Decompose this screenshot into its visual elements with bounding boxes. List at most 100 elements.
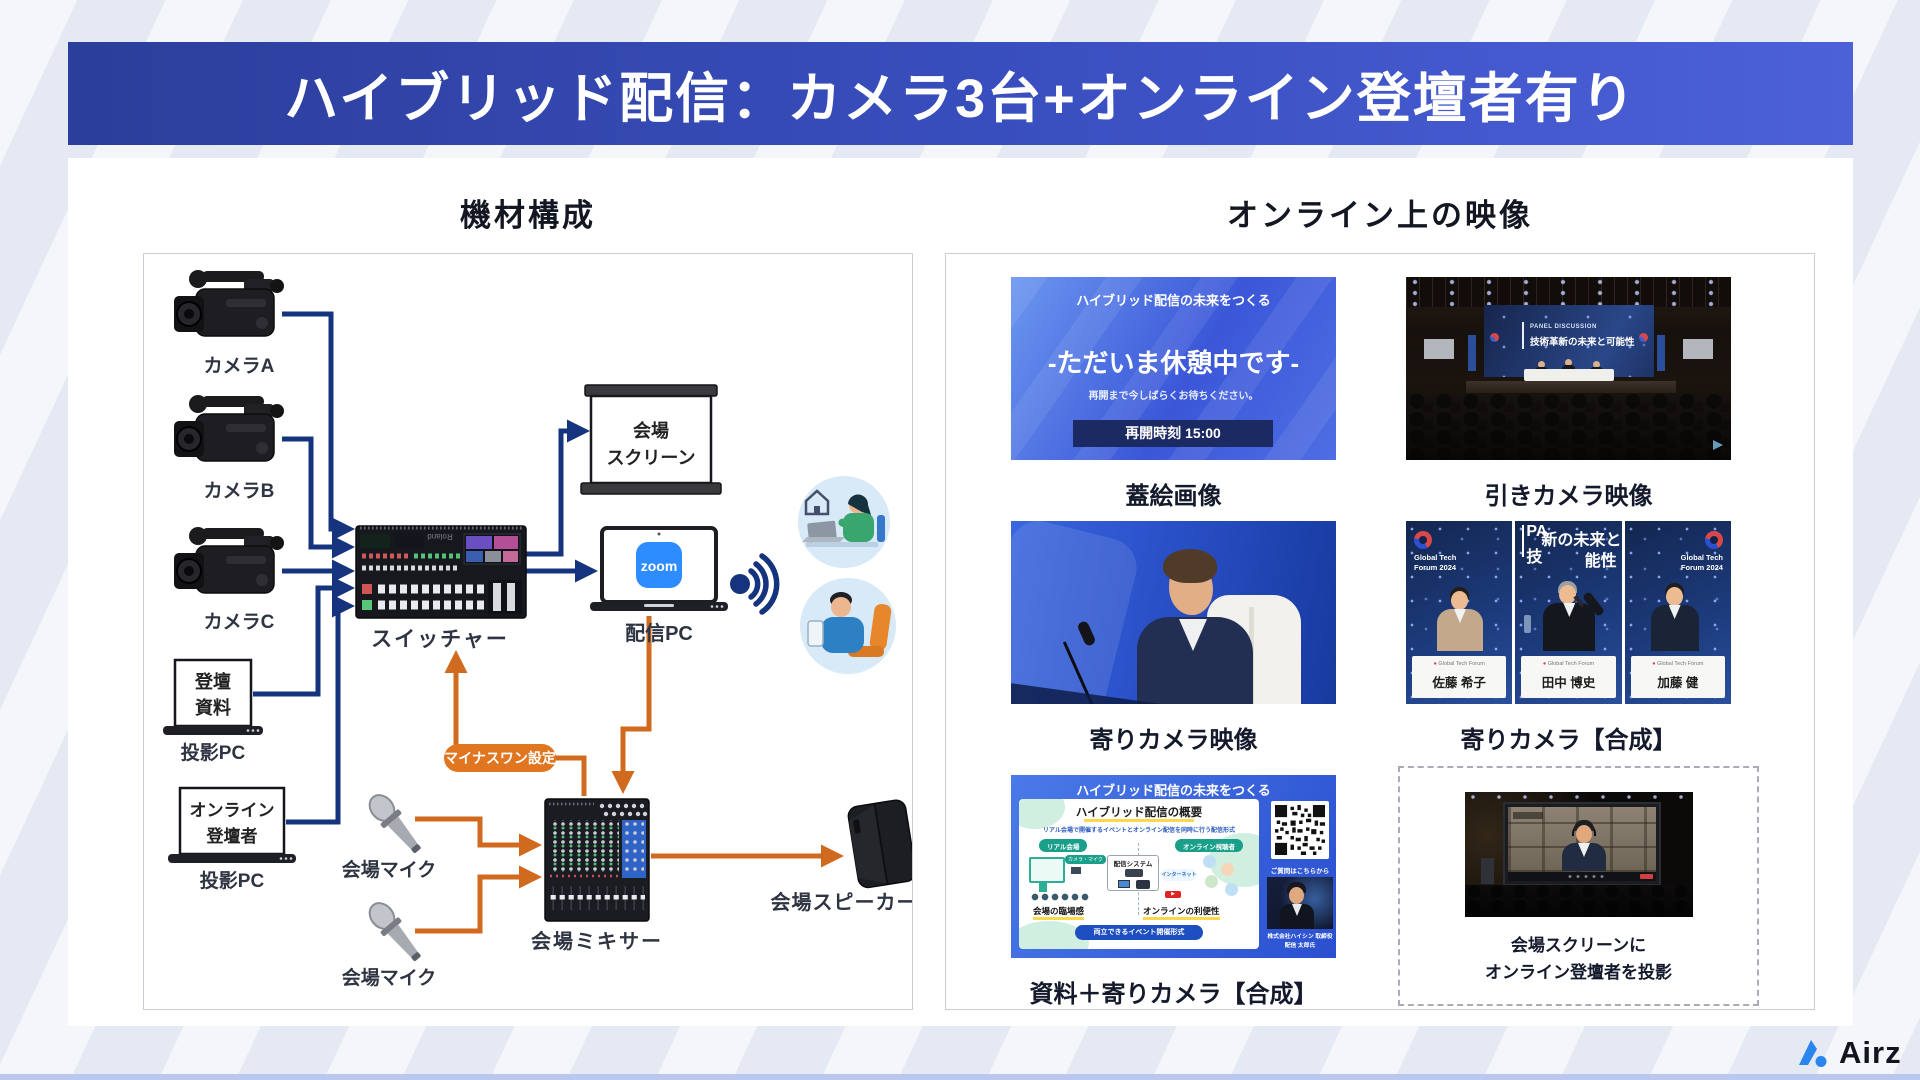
video-nametag [1513, 812, 1543, 819]
brand-logo: Airz [1796, 1035, 1902, 1071]
mic1-label: 会場マイク [342, 858, 437, 881]
presenter-shirt [1292, 904, 1302, 916]
cover-image: ハイブリッド配信の未来をつくる -ただいま休憩中です- 再開まで今しばらくお待ち… [1011, 277, 1336, 460]
qr-code [1271, 801, 1329, 859]
mixer-label: 会場ミキサー [531, 929, 663, 953]
svg-text:マイナスワン設定: マイナスワン設定 [444, 750, 556, 766]
side-screen-left [1424, 339, 1454, 359]
bg-text-frag-2: 能性 [1584, 553, 1617, 570]
gtf-logo-icon [1704, 531, 1723, 549]
close-camera-figure: 寄りカメラ映像 [1011, 521, 1336, 755]
label-internet: インターネット [1161, 869, 1197, 881]
bg-accent-bar [1522, 525, 1525, 557]
name-plate-3: ● Global Tech Forum 加藤 健 [1630, 656, 1725, 698]
viewer-avatar [1221, 863, 1234, 876]
video-signal-arrows [253, 311, 598, 825]
online-box-line1: オンライン [190, 801, 275, 820]
switcher-brand: Roland [427, 532, 452, 541]
projection-image [1465, 792, 1693, 917]
toolbar-icons [1568, 875, 1608, 878]
video-call-frame [1508, 807, 1656, 872]
venue-screen-line1: 会場 [633, 420, 669, 441]
mic2-label: 会場マイク [342, 966, 437, 989]
equipment-diagram: カメラA カメラB カメラC 登壇 資料 投影PC オンライン 登壇者 投影PC [163, 269, 917, 989]
mini-podium [1039, 883, 1047, 892]
online-presenter-head [1576, 825, 1592, 843]
backdrop-glow [1011, 521, 1143, 704]
composite-caption: 寄りカメラ【合成】 [1460, 727, 1677, 754]
wide-camera-caption: 引きカメラ映像 [1484, 483, 1653, 510]
wide-camera-image: PANEL DISCUSSION 技術革新の未来と可能性 [1406, 277, 1731, 460]
slide-doc-line2: 資料 [195, 697, 231, 718]
viewer-avatar [1225, 883, 1238, 896]
doc-composite-figure: ハイブリッド配信の未来をつくる ハイブリッド配信の概要 リアル会場で開催するイベ… [1011, 775, 1336, 1009]
slide-doc-line1: 登壇 [194, 671, 231, 692]
viewer-avatar [1203, 855, 1216, 868]
bg-text-frag-pa: PA [1526, 523, 1548, 540]
hall-ceiling-lights [1465, 792, 1693, 805]
cover-image-figure: ハイブリッド配信の未来をつくる -ただいま休憩中です- 再開まで今しばらくお待ち… [1011, 277, 1336, 511]
airz-logo-icon [1799, 1039, 1827, 1067]
mic1-icon [362, 788, 429, 860]
screen-accent-bar [1522, 322, 1524, 349]
bg-text-frag-gi: 技 [1526, 549, 1543, 566]
plate-brand: ● Global Tech Forum [1652, 661, 1704, 667]
online-box-line2: 登壇者 [206, 826, 258, 846]
panelist-1-name: 佐藤 希子 [1432, 676, 1486, 690]
camera-a-label: カメラA [204, 355, 275, 377]
doc-presenter-video [1267, 877, 1333, 929]
qr-caption: ご質問はこちらから [1270, 868, 1330, 875]
mini-camera [1071, 867, 1081, 874]
hall-ceiling [1406, 277, 1731, 307]
slide-title: ハイブリッド配信：カメラ3台+オンライン登壇者有り [284, 69, 1637, 129]
streaming-system-box: 配信システム [1107, 855, 1159, 891]
minus-one-badge: マイナスワン設定 [444, 744, 556, 772]
slide-pc-label: 投影PC [181, 741, 246, 764]
photo-watermark [1713, 440, 1723, 450]
gtf-logo-icon [1414, 531, 1432, 549]
online-pc-label: 投影PC [200, 869, 265, 892]
panelist-2-head [1559, 585, 1577, 604]
cover-banner: 再開時刻 15:00 [1073, 420, 1273, 447]
cover-main-text: -ただいま休憩中です- [1047, 348, 1300, 378]
bg-text-frag-1: 新の未来と [1541, 532, 1622, 549]
doc-composite-caption: 資料＋寄りカメラ【合成】 [1029, 981, 1318, 1008]
slide-doc-laptop [163, 658, 263, 735]
doc-slide-sub: リアル会場で開催するイベントとオンライン配信を同時に行う配信形式 [1043, 828, 1235, 834]
projection-caption: 会場スクリーンに オンライン登壇者を投影 [1485, 936, 1672, 983]
composite-figure: Global Tech Forum 2024 ● Global Tech For… [1406, 521, 1731, 755]
screen-logo-right [1639, 333, 1648, 342]
streaming-pc-label: 配信PC [625, 621, 693, 645]
doc-presenter-caption: 株式会社ハイシン 取締役 配信 太郎氏 [1267, 934, 1333, 949]
camera-c-label: カメラC [204, 611, 275, 633]
cover-top-text: ハイブリッド配信の未来をつくる [1076, 293, 1271, 308]
label-venue-presence: 会場の臨場感 [1033, 905, 1085, 920]
label-camera-mic: カメラ・マイク [1065, 855, 1106, 864]
camera-b-label: カメラB [204, 480, 275, 502]
venue-screen-icon [580, 384, 722, 495]
composite-panel-1: Global Tech Forum 2024 ● Global Tech For… [1406, 521, 1513, 704]
doc-header-text: ハイブリッド配信の未来をつくる [1076, 783, 1271, 798]
camera-c-icon [173, 526, 285, 594]
lectern [1481, 858, 1494, 884]
mixer-icon [544, 798, 650, 922]
online-view-panel: ハイブリッド配信の未来をつくる -ただいま休憩中です- 再開まで今しばらくお待ち… [945, 253, 1815, 1010]
meeting-toolbar [1508, 872, 1656, 881]
title-underline [1084, 819, 1194, 822]
panelist-head [1538, 361, 1545, 368]
close-camera-image [1011, 521, 1336, 704]
stage-floor [1466, 381, 1676, 393]
stage-banner-left [1468, 335, 1476, 371]
panelist-2-name: 田中 博史 [1541, 676, 1596, 690]
audio-signal-arrows [415, 616, 844, 934]
panelist-1-head [1451, 591, 1468, 610]
audience-silhouettes [1465, 885, 1693, 917]
projection-cell: 会場スクリーンに オンライン登壇者を投影 [1398, 766, 1759, 1006]
panelist-head [1593, 361, 1600, 368]
switcher-icon: Roland [355, 525, 527, 619]
doc-slide: ハイブリッド配信の概要 リアル会場で開催するイベントとオンライン配信を同時に行う… [1019, 799, 1259, 949]
speaker-label: 会場スピーカー [771, 890, 913, 914]
panelist-head [1565, 359, 1572, 366]
camera-a-icon [173, 269, 285, 337]
